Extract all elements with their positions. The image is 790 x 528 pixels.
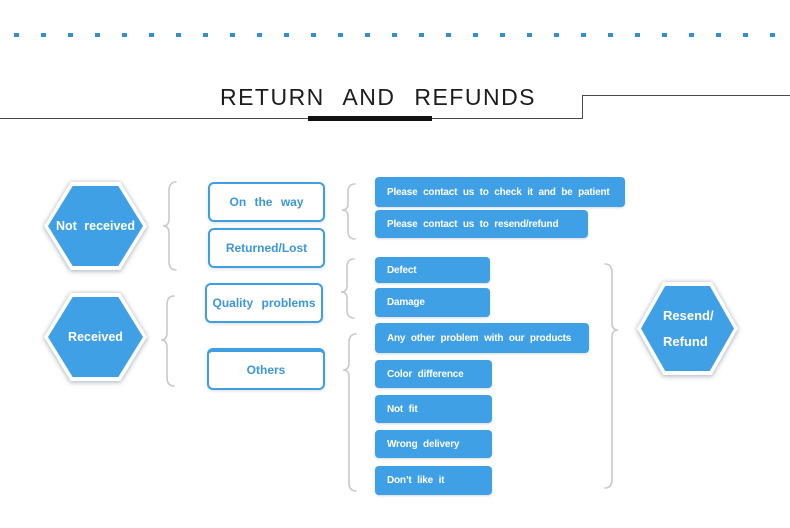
- item-label: Don’t like it: [387, 475, 445, 486]
- brace-on-the-way-group: [341, 183, 356, 240]
- mid-box-on-the-way: On the way: [208, 182, 325, 222]
- brace-not-received: [162, 181, 177, 271]
- dotted-divider: [14, 33, 780, 37]
- item-box-dont-like-it: Don’t like it: [375, 466, 492, 495]
- mid-box-returned-lost: Returned/Lost: [208, 228, 325, 268]
- mid-box-others: Others: [207, 348, 325, 390]
- mid-box-quality-problems: Quality problems: [205, 283, 323, 323]
- brace-others-group: [342, 333, 357, 492]
- hexagon-received: Received: [44, 293, 147, 381]
- mid-box-on-the-way-label: On the way: [229, 195, 304, 209]
- hexagon-resend-refund-label: Resend/ Refund: [641, 286, 734, 371]
- item-label: Any other problem with our products: [387, 332, 572, 344]
- item-box-resend-refund-contact: Please contact us to resend/refund: [375, 210, 588, 238]
- brace-received: [160, 295, 175, 387]
- mid-box-returned-lost-label: Returned/Lost: [225, 241, 308, 255]
- item-box-defect: Defect: [375, 257, 490, 283]
- brace-quality-group: [340, 258, 355, 319]
- item-label: Please contact us to check it and be pat…: [387, 186, 610, 198]
- item-label: Defect: [387, 264, 417, 276]
- item-label: Color difference: [387, 368, 464, 380]
- item-label: Damage: [387, 297, 425, 308]
- item-box-damage: Damage: [375, 288, 490, 317]
- title-underline-bar: [308, 116, 432, 121]
- header-rule-right: [582, 95, 790, 96]
- header-rule-left: [0, 118, 582, 119]
- refund-line: Refund: [663, 333, 708, 349]
- item-box-color-difference: Color difference: [375, 360, 492, 388]
- mid-box-others-label: Others: [246, 363, 286, 377]
- page-title: RETURN AND REFUNDS: [219, 84, 537, 110]
- hexagon-resend-refund: Resend/ Refund: [637, 282, 738, 375]
- item-label: Not fit: [387, 403, 418, 415]
- hexagon-not-received-label: Not received: [48, 186, 143, 266]
- hexagon-not-received: Not received: [44, 182, 147, 270]
- item-label: Wrong delivery: [387, 438, 460, 450]
- item-box-not-fit: Not fit: [375, 395, 492, 423]
- brace-resend-refund: [604, 263, 619, 489]
- item-box-any-other-problem: Any other problem with our products: [375, 323, 589, 353]
- mid-box-quality-problems-label: Quality problems: [212, 296, 316, 310]
- resend-line: Resend/: [663, 307, 714, 323]
- hexagon-received-label: Received: [48, 297, 143, 377]
- item-box-wrong-delivery: Wrong delivery: [375, 430, 492, 458]
- item-label: Please contact us to resend/refund: [387, 218, 559, 230]
- item-box-check-patient: Please contact us to check it and be pat…: [375, 177, 625, 207]
- header-rule-step: [582, 95, 583, 119]
